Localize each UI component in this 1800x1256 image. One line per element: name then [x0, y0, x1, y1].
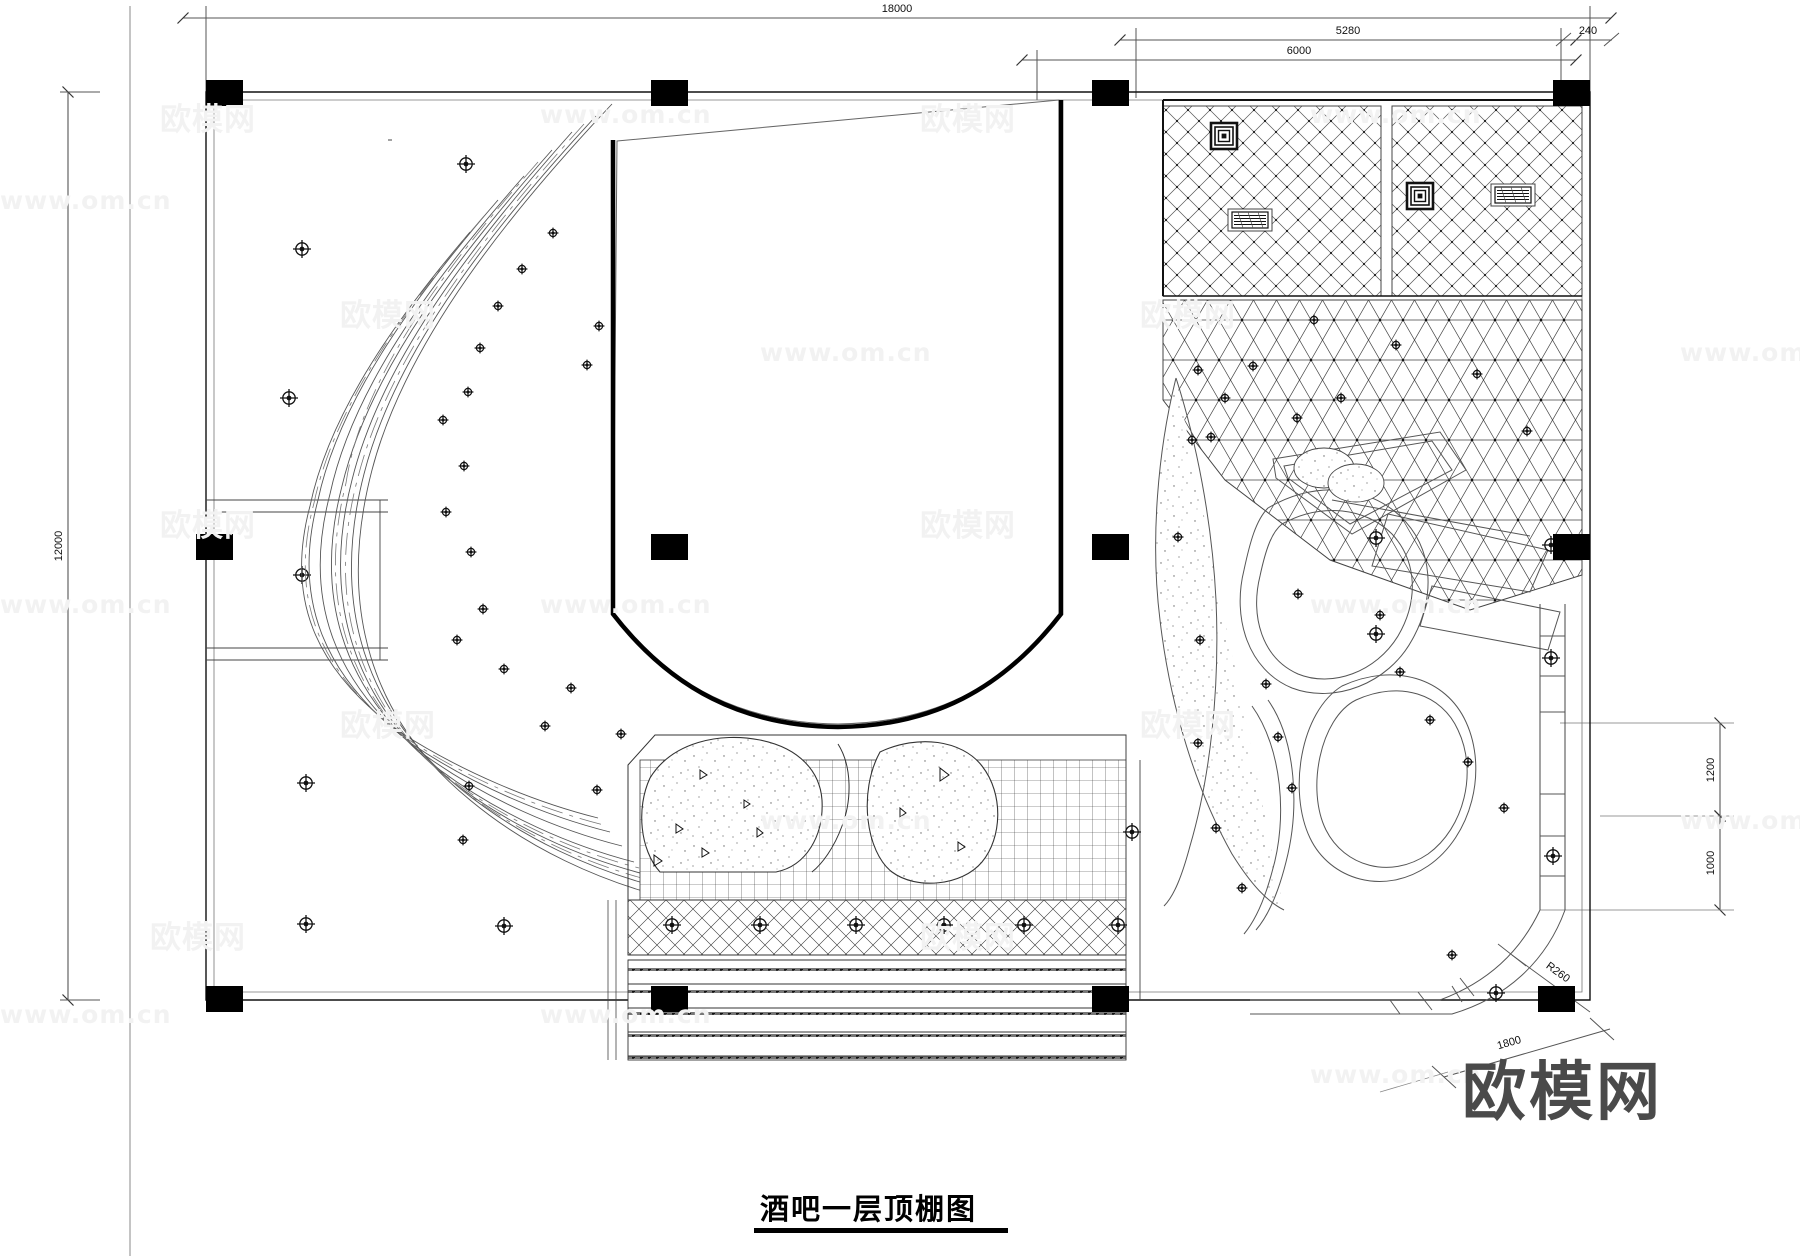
structural-column: [206, 80, 243, 106]
dim-1200: 1200: [1705, 758, 1717, 782]
square-diffuser-icon: [1209, 121, 1239, 151]
dim-240: 240: [1579, 25, 1597, 37]
structural-column: [651, 80, 688, 106]
square-diffuser-icon: [1405, 181, 1435, 211]
om-logo: 欧模网: [1462, 1056, 1663, 1128]
dim-12000: 12000: [53, 531, 65, 562]
dim-5280: 5280: [1336, 25, 1360, 37]
cove-dashed-guides: [304, 123, 650, 881]
organic-ceiling-cluster: [1155, 377, 1566, 1015]
structural-column: [1553, 80, 1590, 106]
left-partitions: [206, 139, 392, 661]
dim-6000: 6000: [1287, 45, 1311, 57]
air-vent-icon: [1227, 208, 1273, 232]
structural-column: [651, 534, 688, 560]
structural-column: [196, 534, 233, 560]
stage-platform: [607, 734, 1141, 1061]
upper-right-rooms: [1162, 99, 1583, 297]
air-vent-icon: [1490, 183, 1536, 207]
structural-column: [206, 986, 243, 1012]
dim-18000: 18000: [882, 3, 913, 15]
dimension-lines: [60, 6, 1734, 1256]
left-lounge-fixtures: [279, 154, 514, 936]
curved-cove-ceiling: [301, 103, 661, 897]
structural-column: [1553, 534, 1590, 560]
structural-column: [1092, 534, 1129, 560]
title-underline: [754, 1228, 1008, 1233]
dim-1800: 1800: [1496, 1034, 1523, 1052]
central-void: [610, 99, 1064, 730]
structural-column: [1092, 986, 1129, 1012]
structural-columns: [196, 80, 1590, 1012]
structural-column: [1092, 80, 1129, 106]
dim-1000: 1000: [1705, 851, 1717, 875]
structural-column: [651, 986, 688, 1012]
structural-column: [1538, 986, 1575, 1012]
drawing-title: 酒吧一层顶棚图: [760, 1194, 978, 1226]
